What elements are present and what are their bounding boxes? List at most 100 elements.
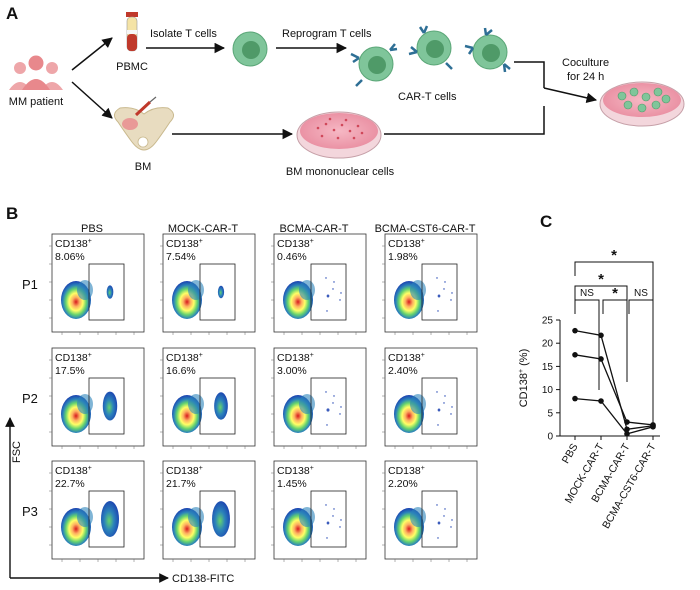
y-tick-label: 25 xyxy=(542,316,554,327)
column-header: MOCK-CAR-T xyxy=(168,223,239,235)
panel-letter-b: B xyxy=(6,204,18,223)
gate-label: CD138+ xyxy=(166,352,203,364)
data-point xyxy=(624,426,630,433)
bone-marrow-icon xyxy=(114,96,174,151)
gate-percentage: 3.00% xyxy=(277,365,307,377)
data-point xyxy=(572,327,578,334)
gate-percentage: 17.5% xyxy=(55,365,85,377)
data-point xyxy=(598,398,604,404)
gate-box xyxy=(421,490,458,548)
arrow-car-t-to-coculture xyxy=(514,61,545,88)
pbmc-label: PBMC xyxy=(116,61,148,73)
gate-box xyxy=(88,490,125,548)
bm-mononuclear-label: BM mononuclear cells xyxy=(286,166,395,178)
gate-label: CD138+ xyxy=(55,238,92,250)
gate-percentage: 16.6% xyxy=(166,365,196,377)
arrow-to-pbmc xyxy=(71,37,113,71)
data-point xyxy=(572,352,578,358)
gate-label: CD138+ xyxy=(55,465,92,477)
gate-label: CD138+ xyxy=(388,465,425,477)
reprogram-label: Reprogram T cells xyxy=(282,28,372,40)
gate-percentage: 0.46% xyxy=(277,251,307,263)
row-label: P3 xyxy=(22,504,38,519)
gate-label: CD138+ xyxy=(166,238,203,250)
gate-box xyxy=(199,263,236,321)
data-point xyxy=(624,431,630,437)
gate-box xyxy=(310,377,347,435)
patient-icon xyxy=(9,55,63,90)
column-header: PBS xyxy=(81,223,103,235)
significance-bracket xyxy=(628,299,654,390)
gate-box xyxy=(199,377,236,435)
flow-plot: CD138+21.7% xyxy=(160,460,256,562)
data-point xyxy=(598,356,604,362)
panel-letter-a: A xyxy=(6,4,18,23)
significance-label: NS xyxy=(634,288,648,299)
row-label: P2 xyxy=(22,391,38,406)
gate-box xyxy=(421,263,458,321)
y-tick-label: 10 xyxy=(542,385,554,396)
significance-label: * xyxy=(598,271,604,288)
flow-plot: CD138+0.46% xyxy=(271,233,367,335)
petri-dish-bm-icon xyxy=(296,111,382,159)
car-t-cells-icon xyxy=(350,25,511,87)
data-point xyxy=(572,395,578,402)
flow-plot: CD138+1.45% xyxy=(271,460,367,562)
y-tick-label: 0 xyxy=(547,432,553,443)
gate-label: CD138+ xyxy=(277,352,314,364)
gate-box xyxy=(199,490,236,548)
data-point xyxy=(598,332,604,339)
fitc-axis-label: CD138-FITC xyxy=(172,573,234,585)
gate-percentage: 1.98% xyxy=(388,251,418,263)
y-tick-label: 5 xyxy=(547,408,553,419)
y-tick-label: 15 xyxy=(542,362,554,373)
significance-label: NS xyxy=(580,288,594,299)
gate-label: CD138+ xyxy=(166,465,203,477)
significance-bracket xyxy=(574,299,600,390)
panel-a: A MM patient PBMC B xyxy=(6,4,685,178)
flow-plot: CD138+3.00% xyxy=(271,347,367,449)
flow-plot: CD138+2.40% xyxy=(382,347,478,449)
gate-percentage: 22.7% xyxy=(55,478,85,490)
petri-dish-coculture-icon xyxy=(599,81,685,127)
arrow-dish-to-coculture xyxy=(384,106,545,135)
panel-b: B PBS MOCK-CAR-T BCMA-CAR-T BCMA-CST6-CAR-T… xyxy=(5,204,478,585)
series-line xyxy=(574,397,654,435)
fsc-axis-label: FSC xyxy=(11,441,23,463)
flow-plot: CD138+7.54% xyxy=(160,233,256,335)
gate-box xyxy=(421,377,458,435)
significance-label: * xyxy=(611,247,617,264)
gate-percentage: 2.20% xyxy=(388,478,418,490)
car-t-label: CAR-T cells xyxy=(398,91,457,103)
column-header: BCMA-CAR-T xyxy=(279,223,348,235)
series-line xyxy=(574,354,654,426)
gate-label: CD138+ xyxy=(388,352,425,364)
flow-plot: CD138+2.20% xyxy=(382,460,478,562)
isolate-label: Isolate T cells xyxy=(150,28,217,40)
blood-tube-icon xyxy=(126,12,138,52)
flow-plot: CD138+17.5% xyxy=(49,347,145,449)
gate-box xyxy=(310,263,347,321)
series-line xyxy=(574,330,654,430)
arrow-to-coculture-dish xyxy=(543,87,598,103)
gate-label: CD138+ xyxy=(277,238,314,250)
gate-label: CD138+ xyxy=(277,465,314,477)
arrow-to-bm xyxy=(71,81,113,119)
flow-plot: CD138+16.6% xyxy=(160,347,256,449)
gate-box xyxy=(88,377,125,435)
gate-label: CD138+ xyxy=(55,352,92,364)
column-header: BCMA-CST6-CAR-T xyxy=(375,223,476,235)
gate-percentage: 2.40% xyxy=(388,365,418,377)
x-tick-label: PBS xyxy=(560,442,581,466)
coculture-label-1: Coculture xyxy=(562,57,609,69)
gate-label: CD138+ xyxy=(388,238,425,250)
row-label: P1 xyxy=(22,277,38,292)
y-axis-label: CD138+ (%) xyxy=(518,349,530,408)
gate-percentage: 1.45% xyxy=(277,478,307,490)
gate-percentage: 21.7% xyxy=(166,478,196,490)
gate-percentage: 8.06% xyxy=(55,251,85,263)
y-tick-label: 20 xyxy=(542,339,554,350)
flow-plot: CD138+1.98% xyxy=(382,233,478,335)
